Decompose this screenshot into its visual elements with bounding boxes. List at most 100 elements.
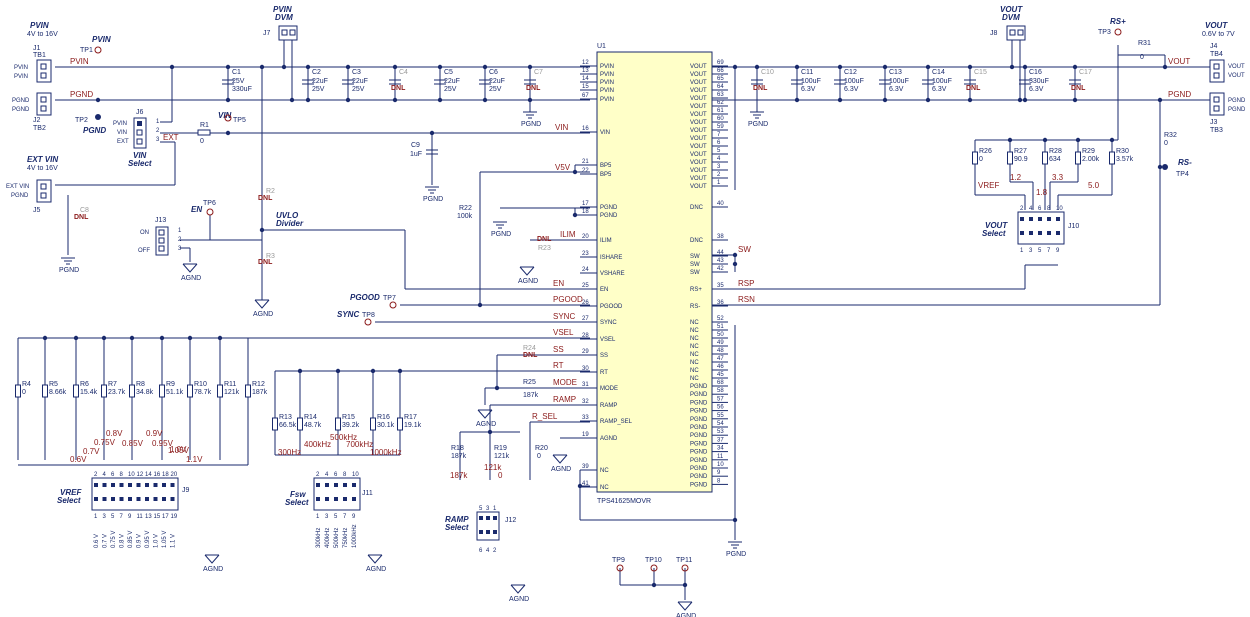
ramp-level: 187k: [450, 471, 468, 480]
pin-num: 5: [111, 514, 115, 520]
misc_parts-r25v: 187k: [523, 392, 539, 399]
connectors-tb1: TB1: [33, 52, 46, 59]
ic-pin-name: SYNC: [600, 320, 617, 326]
jumper-label: 0.9 V: [137, 534, 143, 548]
pin-num: 9: [128, 514, 132, 520]
ic-pin-name: VOUT: [690, 152, 707, 158]
nets-pvin: PVIN: [70, 57, 89, 66]
misc_parts-r22v: 100k: [457, 213, 473, 220]
jumper-label: 300kHz: [316, 528, 322, 548]
ic-pin-num: 15: [582, 84, 589, 90]
nets-ext: EXT: [163, 133, 179, 142]
ic-pin-num: 62: [717, 100, 724, 106]
nets-rsel: R_SEL: [532, 412, 558, 421]
ic-pin-name: PVIN: [600, 88, 614, 94]
misc_parts-r19v: 121k: [494, 453, 510, 460]
resistor-ref: R26: [979, 148, 992, 155]
vref-level: 0.85V: [122, 439, 144, 448]
resistor-ref: R14: [304, 414, 317, 421]
pin-num: 5: [479, 506, 483, 512]
cap-value: 22uF: [489, 78, 505, 85]
ic-pin-num: 38: [717, 234, 724, 240]
jumper-label: 1.0 V: [154, 534, 160, 548]
ic-pin-num: 13: [582, 68, 589, 74]
connectors-j5: J5: [33, 207, 41, 214]
connectors-j8: J8: [990, 30, 998, 37]
pin-num: 10: [1056, 206, 1063, 212]
j6_nums-1: 2: [156, 128, 160, 134]
cap-value: DNL: [1071, 85, 1086, 92]
pin-num: 1: [316, 514, 320, 520]
titles-ext_vin: EXT VIN: [27, 155, 58, 164]
terminal_labels-vout: VOUT: [1228, 64, 1245, 70]
ic-pin-num: 3: [717, 164, 721, 170]
ic-pin-name: VOUT: [690, 144, 707, 150]
ic-pin-num: 27: [582, 316, 589, 322]
terminal_labels-pvin: PVIN: [14, 74, 28, 80]
connector-j8: J8: [990, 25, 1026, 41]
cap-value: 22uF: [352, 78, 368, 85]
connectors-j12: J12: [505, 517, 516, 524]
jumper-label: 1.05 V: [162, 531, 168, 548]
ic-pin-name: DNC: [690, 205, 704, 211]
cap-value: DNL: [391, 85, 406, 92]
ic-pin-num: 45: [717, 372, 724, 378]
resistor-value: 634: [1049, 156, 1061, 163]
ic-pin-name: NC: [690, 336, 699, 342]
nets-sw: SW: [738, 245, 751, 254]
vout-level: 3.3: [1052, 173, 1064, 182]
ic-pin-name: BP5: [600, 163, 612, 169]
testpoints-tp11: TP11: [676, 557, 692, 564]
vref-level: 0.9V: [146, 429, 163, 438]
connectors-j7: J7: [263, 30, 271, 37]
jumper-label: 0.8 V: [120, 534, 126, 548]
nets-ss: SS: [553, 345, 564, 354]
resistor-value: 66.5k: [279, 422, 297, 429]
ic-ref: U1: [597, 43, 606, 50]
connectors-j3: J3: [1210, 119, 1218, 126]
pin-num: 10: [128, 472, 135, 478]
misc_parts-r18: R18: [451, 445, 464, 452]
resistor-value: 51.1k: [166, 389, 184, 396]
ic-pin-num: 48: [717, 348, 724, 354]
titles-vin_select: VIN: [133, 151, 147, 160]
ic-pin-name: PGND: [690, 400, 708, 406]
j6_nums-0: 1: [156, 119, 160, 125]
titles-vout_dvm: VOUT: [1000, 5, 1023, 14]
titles-pvin_tp: PVIN: [92, 35, 111, 44]
pin-num: 4: [1029, 206, 1033, 212]
cap-value2: 25V: [489, 86, 502, 93]
resistor-value: 34.8k: [136, 389, 154, 396]
connectors-tb3: TB3: [1210, 127, 1223, 134]
terminal_labels-pgnd: PGND: [1228, 98, 1246, 104]
ic-pin-name: ISHARE: [600, 255, 622, 261]
terminal_labels-ext_vin: EXT VIN: [6, 184, 29, 190]
ic-pin-num: 1: [717, 180, 721, 186]
ic-pin-name: PGND: [690, 417, 708, 423]
resistor-ref: R11: [224, 381, 236, 388]
resistor-ref: R7: [108, 381, 117, 388]
titles-pvin_dvm: PVIN: [273, 5, 292, 14]
pin-num: 1: [94, 514, 98, 520]
resistor-value: 0: [22, 389, 26, 396]
ic-pin-name: VOUT: [690, 176, 707, 182]
testpoints-tp10: TP10: [645, 557, 662, 564]
titles-uvlo2: Divider: [276, 219, 304, 228]
ic-pin-name: SW: [690, 254, 700, 260]
ic-pin-name: BP5: [600, 172, 612, 178]
misc_parts-dnl: DNL: [74, 214, 89, 221]
nets-pgood: PGOOD: [553, 295, 583, 304]
ic-pin-name: PGND: [600, 213, 618, 219]
pin-num: 13: [145, 514, 152, 520]
ic-pin-name: PGND: [690, 441, 708, 447]
ic-pin-name: NC: [690, 352, 699, 358]
agnd-label: AGND: [509, 596, 529, 603]
connectors-j10: J10: [1068, 223, 1079, 230]
agnd-label: AGND: [181, 275, 201, 282]
cap-value: 100uF: [889, 78, 909, 85]
pin-num: 2: [316, 472, 320, 478]
titles-vref_select: VREF: [60, 488, 82, 497]
resistor-ref: R4: [22, 381, 31, 388]
